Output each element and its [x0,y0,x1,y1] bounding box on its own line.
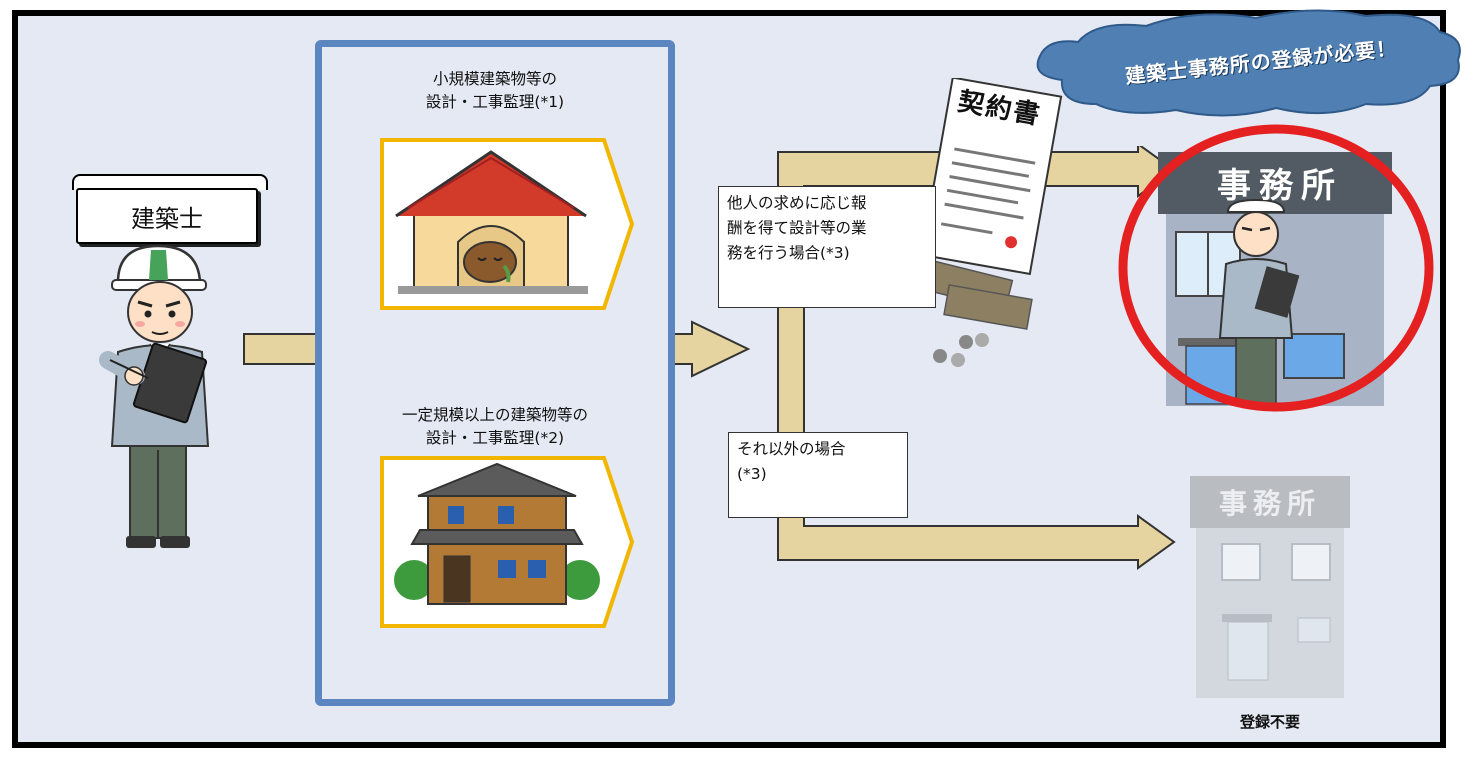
large-building-label: 一定規模以上の建築物等の 設計・工事監理(*2) [401,406,588,447]
branch-arrows [777,146,1176,570]
paid-work-condition: 他人の求めに応じ報 酬を得て設計等の業 務を行う場合(*3) [718,186,936,308]
office-sign: 事務所 [1217,166,1343,206]
small-building-label: 小規模建築物等の 設計・工事監理(*1) [425,70,565,111]
office-faded-sign: 事務所 [1218,487,1321,520]
scroll-top-curl [72,174,268,190]
house-card [380,456,635,628]
doghouse-card [380,138,635,310]
office-faded-icon [1190,476,1350,698]
contract-document-icon [920,78,1063,367]
office-building-icon [1158,152,1392,406]
architect-label-text: 建築士 [131,204,203,233]
no-registration-label: 登録不要 [1239,713,1300,731]
highlight-ring [1118,124,1434,412]
architect-label: 建築士 [76,188,258,244]
callout-cloud [1036,9,1461,117]
architect-person-icon [99,244,210,548]
other-condition: それ以外の場合 (*3) [728,432,908,518]
